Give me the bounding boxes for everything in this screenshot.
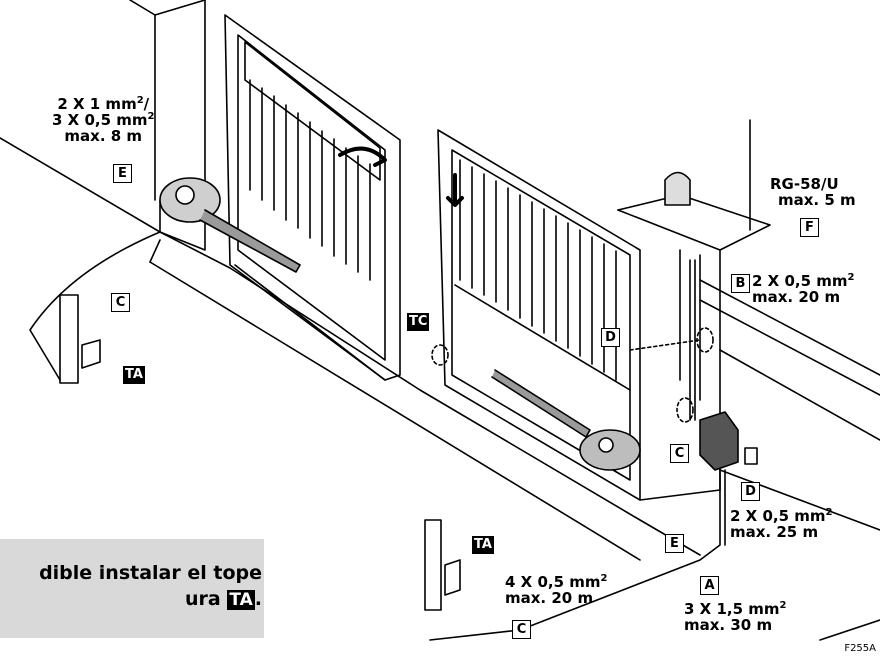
note-box: dible instalar el tope ura TA. (0, 539, 264, 638)
right-wall (699, 279, 880, 531)
marker-c-middle: C (670, 444, 689, 463)
control-box (699, 411, 739, 471)
open-arrow-right (446, 173, 464, 207)
open-arrow-left (338, 146, 387, 167)
note-text: dible instalar el tope ura TA. (39, 562, 262, 610)
cable-b (689, 259, 696, 421)
marker-a: A (700, 576, 719, 595)
right-pillar (617, 194, 771, 501)
warning-lamp (664, 171, 691, 206)
tag-tc: TC (407, 313, 430, 331)
key-post-right (424, 519, 442, 611)
left-cable-label: 2 X 1 mm2/ 3 X 0,5 mm2 max. 8 m (52, 95, 155, 145)
marker-d-photocell: D (601, 328, 620, 347)
cable-c-left (29, 231, 161, 381)
photocell-line (629, 339, 701, 351)
ground-edge-line (0, 137, 701, 556)
tag-ta-left: TA (123, 366, 145, 384)
marker-e-right: E (665, 534, 684, 553)
marker-e-left: E (113, 164, 132, 183)
cable-c-bottom (429, 469, 721, 641)
tag-ta-right: TA (472, 536, 494, 554)
left-motor (159, 177, 301, 273)
marker-f: F (800, 218, 819, 237)
marker-b: B (731, 274, 750, 293)
marker-d-right: D (741, 482, 760, 501)
marker-c-left: C (111, 293, 130, 312)
left-gate-leaf (224, 14, 401, 381)
marker-c-bottom: C (512, 620, 531, 639)
ground-edge-line-2 (149, 261, 641, 561)
figure-code: F255A (844, 643, 876, 654)
right-motor (491, 369, 641, 471)
key-post-left (59, 294, 79, 384)
